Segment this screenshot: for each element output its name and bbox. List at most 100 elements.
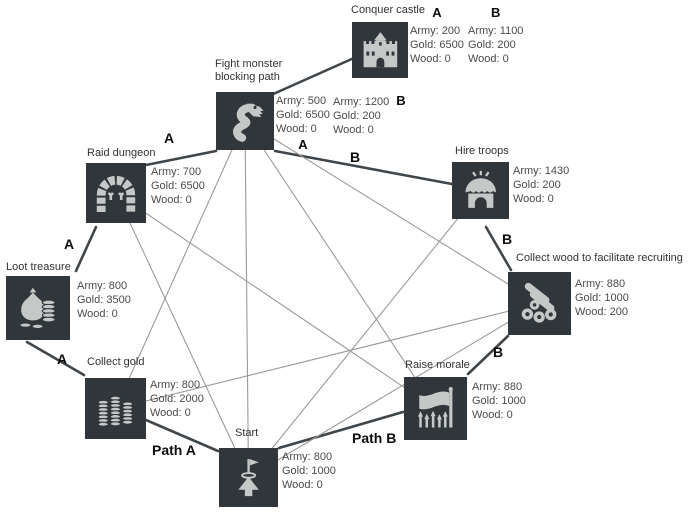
node-title-line: Conquer castle	[351, 4, 425, 16]
node-title-line: Raise morale	[405, 359, 470, 371]
edge-collect-gold-collect-wood	[115, 302, 540, 410]
stats-line: Wood: 0	[282, 478, 336, 492]
stats-suffix-b: B	[396, 93, 406, 108]
stats-line: Gold: 200	[333, 109, 406, 123]
stats-line: Wood: 200	[575, 305, 629, 319]
edge-label-start-collect-gold: Path A	[152, 442, 196, 458]
edge-label-hire-troops-fight-monster: B	[350, 149, 361, 165]
stats-line: Wood: 0	[150, 406, 204, 420]
stats-line-text: Wood: 200	[575, 306, 629, 318]
stats-line: Army: 200	[410, 24, 464, 38]
edge-label-collect-gold-loot-treasure: A	[57, 351, 68, 367]
stats-line: Army: 800	[150, 378, 204, 392]
node-tile-hire-troops	[452, 162, 509, 219]
edge-raid-dungeon-raise-morale	[115, 192, 436, 409]
node-title-raise-morale: Raise morale	[405, 359, 470, 372]
stats-line: Gold: 200	[468, 38, 523, 52]
node-tile-conquer-castle	[352, 22, 408, 78]
stats-header-a: A	[432, 5, 442, 20]
stats-line-text: Army: 700	[151, 166, 202, 178]
stats-line: Gold: 2000	[150, 392, 204, 406]
stats-line-text: Army: 800	[77, 280, 128, 292]
edge-label-raid-dungeon-fight-monster: A	[164, 130, 175, 146]
stats-line: Gold: 3500	[77, 293, 131, 307]
stats-line: Gold: 1000	[282, 464, 336, 478]
stats-line: Gold: 1000	[472, 394, 526, 408]
edge-fight-monster-start	[244, 120, 250, 478]
edge-start-hire-troops	[248, 190, 481, 478]
stats-line: Gold: 1000	[575, 291, 629, 305]
edge-fight-monster-raise-morale	[244, 120, 436, 409]
stats-line-text: Wood: 0	[333, 124, 374, 136]
stats-line-text: Wood: 0	[276, 123, 317, 135]
stats-line-text: Gold: 6500	[276, 109, 330, 121]
node-title-line: Fight monster	[215, 58, 283, 70]
stats-line-text: Army: 880	[472, 381, 523, 393]
edge-fight-monster-conquer-castle	[269, 56, 356, 97]
edge-start-collect-gold	[144, 418, 220, 453]
node-title-line: Loot treasure	[6, 261, 71, 273]
stats-line-text: Gold: 6500	[410, 39, 464, 51]
stats-line-text: Wood: 0	[150, 407, 191, 419]
edge-raise-morale-collect-wood	[466, 334, 510, 376]
stats-line-text: Gold: 1000	[282, 465, 336, 477]
node-title-line: Collect wood to facilitate recruiting	[516, 252, 683, 264]
edge-start-collect-wood	[248, 303, 540, 478]
stats-line: Army: 800	[77, 279, 131, 293]
node-title-line: Start	[235, 427, 259, 439]
stats-line: Gold: 200	[513, 178, 569, 192]
stats-line: Gold: 6500	[151, 179, 205, 193]
stats-line-text: Army: 800	[150, 379, 201, 391]
stats-line-text: Army: 1430	[513, 165, 570, 177]
node-tile-collect-gold	[85, 378, 146, 439]
edge-start-raise-morale	[277, 410, 405, 450]
edge-label-collect-wood-hire-troops: B	[502, 231, 513, 247]
stats-line-text: Gold: 6500	[151, 180, 205, 192]
stats-line-text: Wood: 0	[410, 53, 451, 65]
edge-label-raise-morale-collect-wood: B	[493, 344, 504, 360]
stats-header-b: B	[491, 5, 501, 20]
stats-line-text: Gold: 2000	[150, 393, 204, 405]
stats-line: Wood: 0	[77, 307, 131, 321]
stats-line-text: Army: 1100	[468, 25, 524, 37]
stats-line-text: Wood: 0	[468, 53, 509, 65]
stats-line-text: Wood: 0	[282, 479, 323, 491]
stats-line-text: Gold: 1000	[472, 395, 526, 407]
stats-line: Gold: 6500	[410, 38, 464, 52]
node-title-line: blocking path	[215, 71, 280, 83]
stats-line-text: Gold: 200	[468, 39, 516, 51]
node-title-start: Start	[235, 427, 258, 440]
stats-line-text: Gold: 3500	[77, 294, 131, 306]
stats-line: Wood: 0	[151, 193, 205, 207]
node-tile-loot-treasure	[6, 276, 70, 340]
edge-fight-monster-collect-wood	[244, 120, 540, 304]
stats-line-text: Army: 500	[276, 95, 327, 107]
stats-line: Army: 700	[151, 165, 205, 179]
stats-line-text: Army: 800	[282, 451, 333, 463]
edge-collect-gold-loot-treasure	[25, 340, 86, 377]
node-title-collect-gold: Collect gold	[87, 356, 144, 369]
stats-line: Wood: 0	[468, 52, 523, 66]
stats-line: Wood: 0	[276, 122, 330, 136]
edge-label-start-raise-morale: Path B	[352, 430, 397, 446]
node-title-collect-wood: Collect wood to facilitate recruiting	[516, 252, 683, 265]
stats-line-text: Gold: 200	[513, 179, 561, 191]
node-title-conquer-castle: Conquer castle	[351, 4, 425, 17]
stats-line-text: Wood: 0	[77, 308, 118, 320]
stats-line-text: Gold: 1000	[575, 292, 629, 304]
stats-footer-a: A	[298, 137, 308, 152]
node-tile-raid-dungeon	[86, 163, 146, 223]
edge-collect-wood-hire-troops	[484, 225, 513, 272]
stats-line: Army: 800	[282, 450, 336, 464]
